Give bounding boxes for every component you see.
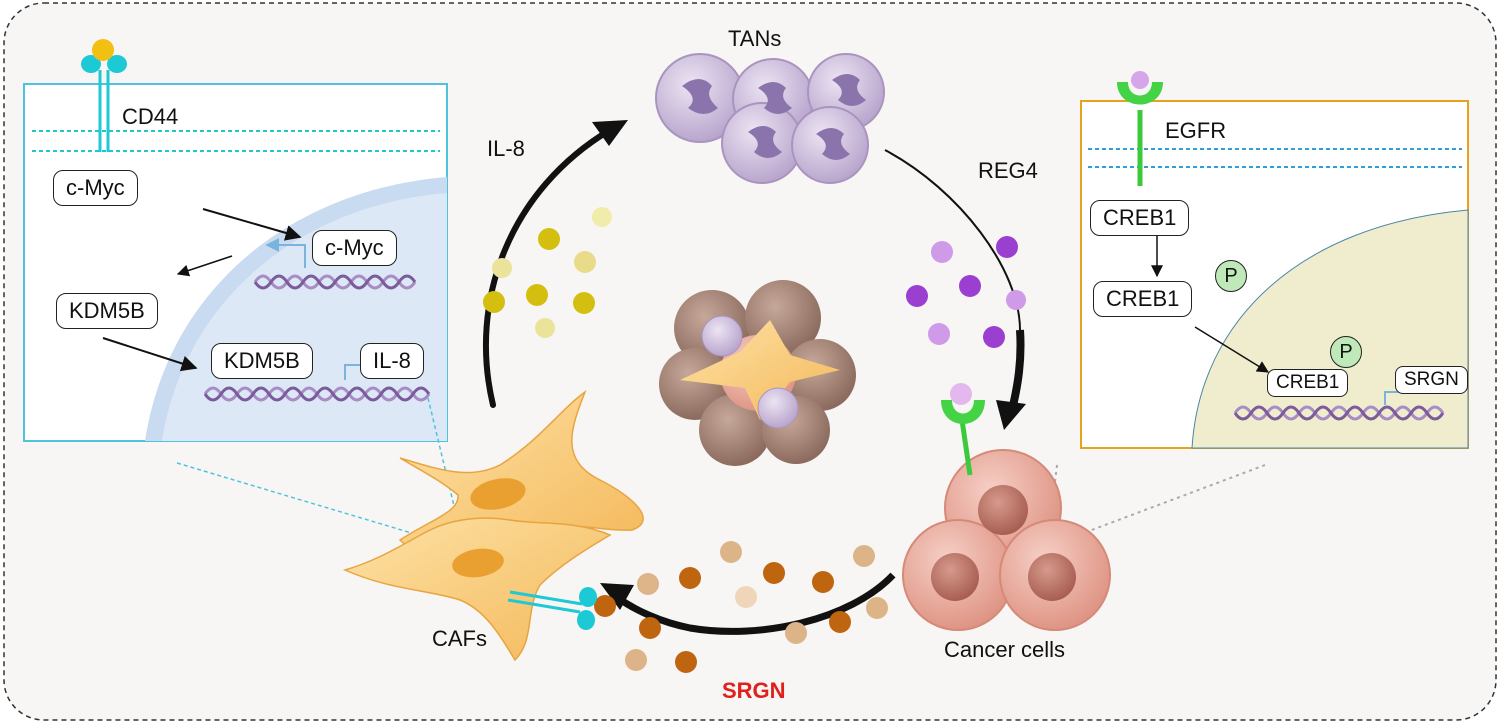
srgn-particles	[594, 541, 888, 673]
srgn-gene-box: SRGN	[1395, 366, 1468, 394]
tumor-microenvironment-icon	[659, 280, 856, 466]
srgn-arrow	[615, 572, 896, 635]
il8-label: IL-8	[487, 136, 525, 161]
il8-arrow	[483, 127, 613, 408]
egfr-receptor-icon	[941, 383, 985, 476]
reg4-particles	[906, 236, 1026, 348]
tans-label: TANs	[728, 26, 782, 51]
creb1-box: CREB1	[1090, 200, 1190, 236]
caf-cells-icon	[342, 389, 644, 662]
kdm5b-cytoplasm-box: KDM5B	[56, 293, 158, 329]
phosphate-badge: P	[1215, 260, 1247, 292]
cd44-label: CD44	[122, 104, 179, 129]
il8-particles	[483, 207, 612, 338]
egfr-receptor-icon	[1117, 71, 1163, 186]
cd44-receptor-icon	[507, 587, 597, 630]
kdm5b-gene-box: KDM5B	[211, 343, 313, 379]
cmyc-gene-box: c-Myc	[312, 230, 397, 266]
il8-gene-box: IL-8	[360, 343, 424, 379]
tan-cells-icon	[655, 53, 885, 184]
creb1-nuclear-box: CREB1	[1267, 369, 1349, 397]
reg4-label: REG4	[978, 158, 1038, 183]
cafs-label: CAFs	[432, 626, 487, 651]
cmyc-cytoplasm-box: c-Myc	[53, 170, 138, 206]
phosphate-badge: P	[1330, 336, 1362, 368]
cd44-receptor-icon	[81, 39, 127, 152]
creb1-phos-box: CREB1	[1093, 281, 1193, 317]
dna-helix-icon	[1233, 405, 1445, 421]
cancer-cells-label: Cancer cells	[944, 637, 1066, 662]
dna-helix-icon	[203, 386, 431, 402]
dna-helix-icon	[253, 274, 417, 290]
cancer-cells-icon	[902, 383, 1111, 631]
egfr-label: EGFR	[1165, 118, 1227, 143]
srgn-label: SRGN	[722, 678, 786, 703]
